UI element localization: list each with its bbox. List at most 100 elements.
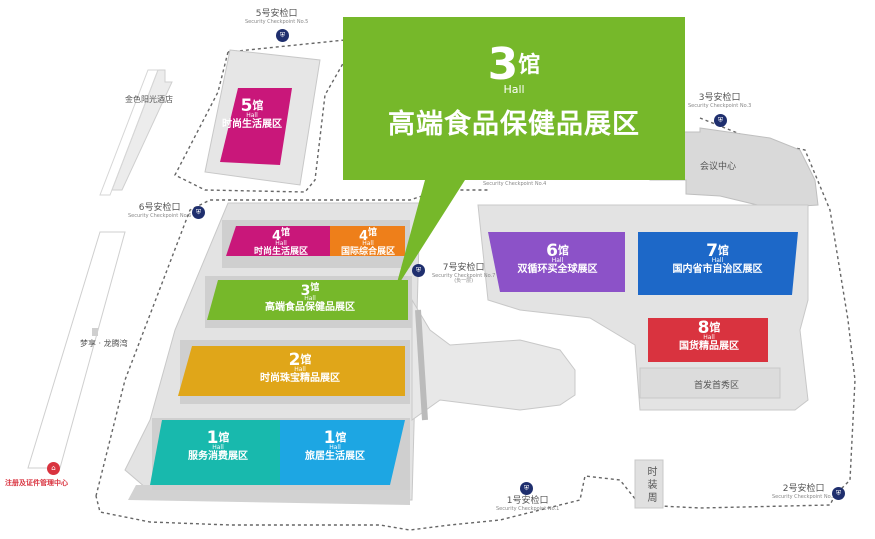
hotel-label: 金色阳光酒店 <box>125 95 173 104</box>
checkpoint-note: (负一层) <box>454 278 474 285</box>
premiere-area-label: 首发首秀区 <box>694 381 740 391</box>
hall-en: Hall <box>212 443 224 451</box>
hall-en: Hall <box>294 365 306 373</box>
hall1b-fill <box>280 420 405 485</box>
hall-name: 时尚生活展区 <box>253 247 308 258</box>
hall-1b[interactable]: 1馆 Hall 旅居生活展区 <box>285 429 385 463</box>
boundary-north-left <box>174 51 346 193</box>
hall-guan: 馆 <box>310 283 320 293</box>
checkpoint-3[interactable]: 3号安检口 Security Checkpoint No.3 <box>688 93 752 109</box>
checkpoint-name: 5号安检口 <box>255 9 298 19</box>
hall5-fill <box>220 88 292 165</box>
hall-number: 5 <box>240 96 253 116</box>
hall-name: 旅居生活展区 <box>305 451 365 463</box>
checkpoint-name: 7号安检口 <box>442 263 485 273</box>
checkpoint-name: 1号安检口 <box>506 496 549 506</box>
boundary-north <box>95 39 856 531</box>
hall-name: 双循环买全球展区 <box>517 264 598 276</box>
shizhuang-building <box>634 459 664 509</box>
hall6-fill <box>488 232 625 292</box>
hall-guan: 馆 <box>717 244 729 257</box>
security-icon: ⛨ <box>520 482 533 495</box>
hall-1a[interactable]: 1馆 Hall 服务消费展区 <box>168 428 268 463</box>
security-icon: ⛨ <box>832 487 845 500</box>
hall8-fill <box>648 318 768 362</box>
hall-en: Hall <box>703 333 715 341</box>
hall3-callout: 3馆 Hall 高端食品保健品展区 <box>343 17 685 180</box>
hall2-fill <box>178 346 405 396</box>
walkway-strip <box>415 309 428 421</box>
checkpoint-sub: Security Checkpoint No.6 <box>128 212 192 219</box>
checkpoint-1[interactable]: 1号安检口 Security Checkpoint No.1 <box>496 496 559 512</box>
callout-hall-guan: 馆 <box>518 53 541 78</box>
hall-7[interactable]: 7馆 Hall 国内省市自治区展区 <box>655 241 780 276</box>
hall-en: Hall <box>551 256 564 264</box>
hall-en: Hall <box>246 111 258 119</box>
checkpoint-5[interactable]: 5号安检口 Security Checkpoint No.5 <box>245 9 309 25</box>
hall3-fill <box>207 280 408 320</box>
hall-en: Hall <box>329 443 341 451</box>
checkpoint-sub: Security Checkpoint No.2 <box>772 493 836 500</box>
hall-en: Hall <box>362 239 374 247</box>
security-icon: ⛨ <box>192 206 205 219</box>
security-icon: ⛨ <box>276 29 289 42</box>
hall-6[interactable]: 6馆 Hall 双循环买全球展区 <box>500 241 615 276</box>
checkpoint-4[interactable]: Security Checkpoint No.4 <box>483 181 547 188</box>
hall-name: 时尚生活展区 <box>222 119 282 131</box>
hall-number: 1 <box>206 428 219 448</box>
hall-3[interactable]: 3馆 Hall 高端食品保健品展区 <box>240 282 380 314</box>
hall-name: 国货精品展区 <box>679 341 739 353</box>
checkpoint-7[interactable]: 7号安检口 Security Checkpoint No.7 (负一层) <box>432 263 496 285</box>
hall4b-fill <box>330 226 405 256</box>
hall-guan: 馆 <box>335 431 347 444</box>
hall-guan: 馆 <box>281 228 291 238</box>
checkpoint-sub: Security Checkpoint No.4 <box>483 181 547 187</box>
hall-4b[interactable]: 4馆 Hall 国际综合展区 <box>332 227 404 258</box>
hotel-building <box>111 69 173 191</box>
hall-name: 时尚珠宝精品展区 <box>260 373 340 385</box>
walkway <box>411 298 576 421</box>
hall-name: 国内省市自治区展区 <box>672 264 763 276</box>
checkpoint-6[interactable]: 6号安检口 Security Checkpoint No.6 <box>128 203 192 219</box>
checkpoint-name: 2号安检口 <box>782 484 825 494</box>
checkpoint-2[interactable]: 2号安检口 Security Checkpoint No.2 <box>772 484 836 500</box>
admin-center-icon: ⌂ <box>47 462 60 475</box>
hall-number: 3 <box>300 283 311 299</box>
hall7-fill <box>638 232 798 295</box>
hall-en: Hall <box>275 239 287 247</box>
hall-2[interactable]: 2馆 Hall 时尚珠宝精品展区 <box>230 350 370 385</box>
checkpoint-sub: Security Checkpoint No.3 <box>688 102 752 109</box>
hall1a-fill <box>150 420 280 485</box>
hall-4a[interactable]: 4馆 Hall 时尚生活展区 <box>238 227 324 258</box>
callout-hall-en: Hall <box>503 83 525 96</box>
security-icon: ⛨ <box>714 114 727 127</box>
security-icon: ⛨ <box>412 264 425 277</box>
hall-number: 6 <box>546 241 558 261</box>
checkpoint-sub: Security Checkpoint No.7 <box>432 272 496 279</box>
hall-number: 2 <box>288 350 301 370</box>
hall-guan: 馆 <box>300 353 312 366</box>
meeting-center <box>649 127 819 209</box>
callout-pointer <box>395 180 465 290</box>
checkpoint-sub: Security Checkpoint No.5 <box>245 18 309 25</box>
hall-name: 高端食品保健品展区 <box>265 302 355 314</box>
hall-8[interactable]: 8馆 Hall 国货精品展区 <box>665 318 753 353</box>
hall-en: Hall <box>711 256 724 264</box>
garden-label: 梦享 · 龙腾湾 <box>80 339 128 348</box>
garden-block <box>92 328 98 336</box>
shizhuang-label: 时装周 <box>645 466 656 505</box>
checkpoint-name: 3号安检口 <box>698 93 741 103</box>
hall-number: 8 <box>697 318 710 338</box>
admin-center-label[interactable]: 注册及证件管理中心 <box>5 479 68 487</box>
hall-guan: 馆 <box>709 321 721 334</box>
hall-en: Hall <box>304 294 316 302</box>
callout-hall-name: 高端食品保健品展区 <box>388 109 640 140</box>
garden-area <box>27 231 126 469</box>
checkpoint-name: 6号安检口 <box>138 203 181 213</box>
hall-number: 7 <box>706 241 718 261</box>
meeting-center-label: 会议中心 <box>700 162 737 172</box>
hall-5[interactable]: 5馆 Hall 时尚生活展区 <box>222 96 282 131</box>
hall-name: 服务消费展区 <box>188 451 248 463</box>
hall-guan: 馆 <box>557 244 569 257</box>
